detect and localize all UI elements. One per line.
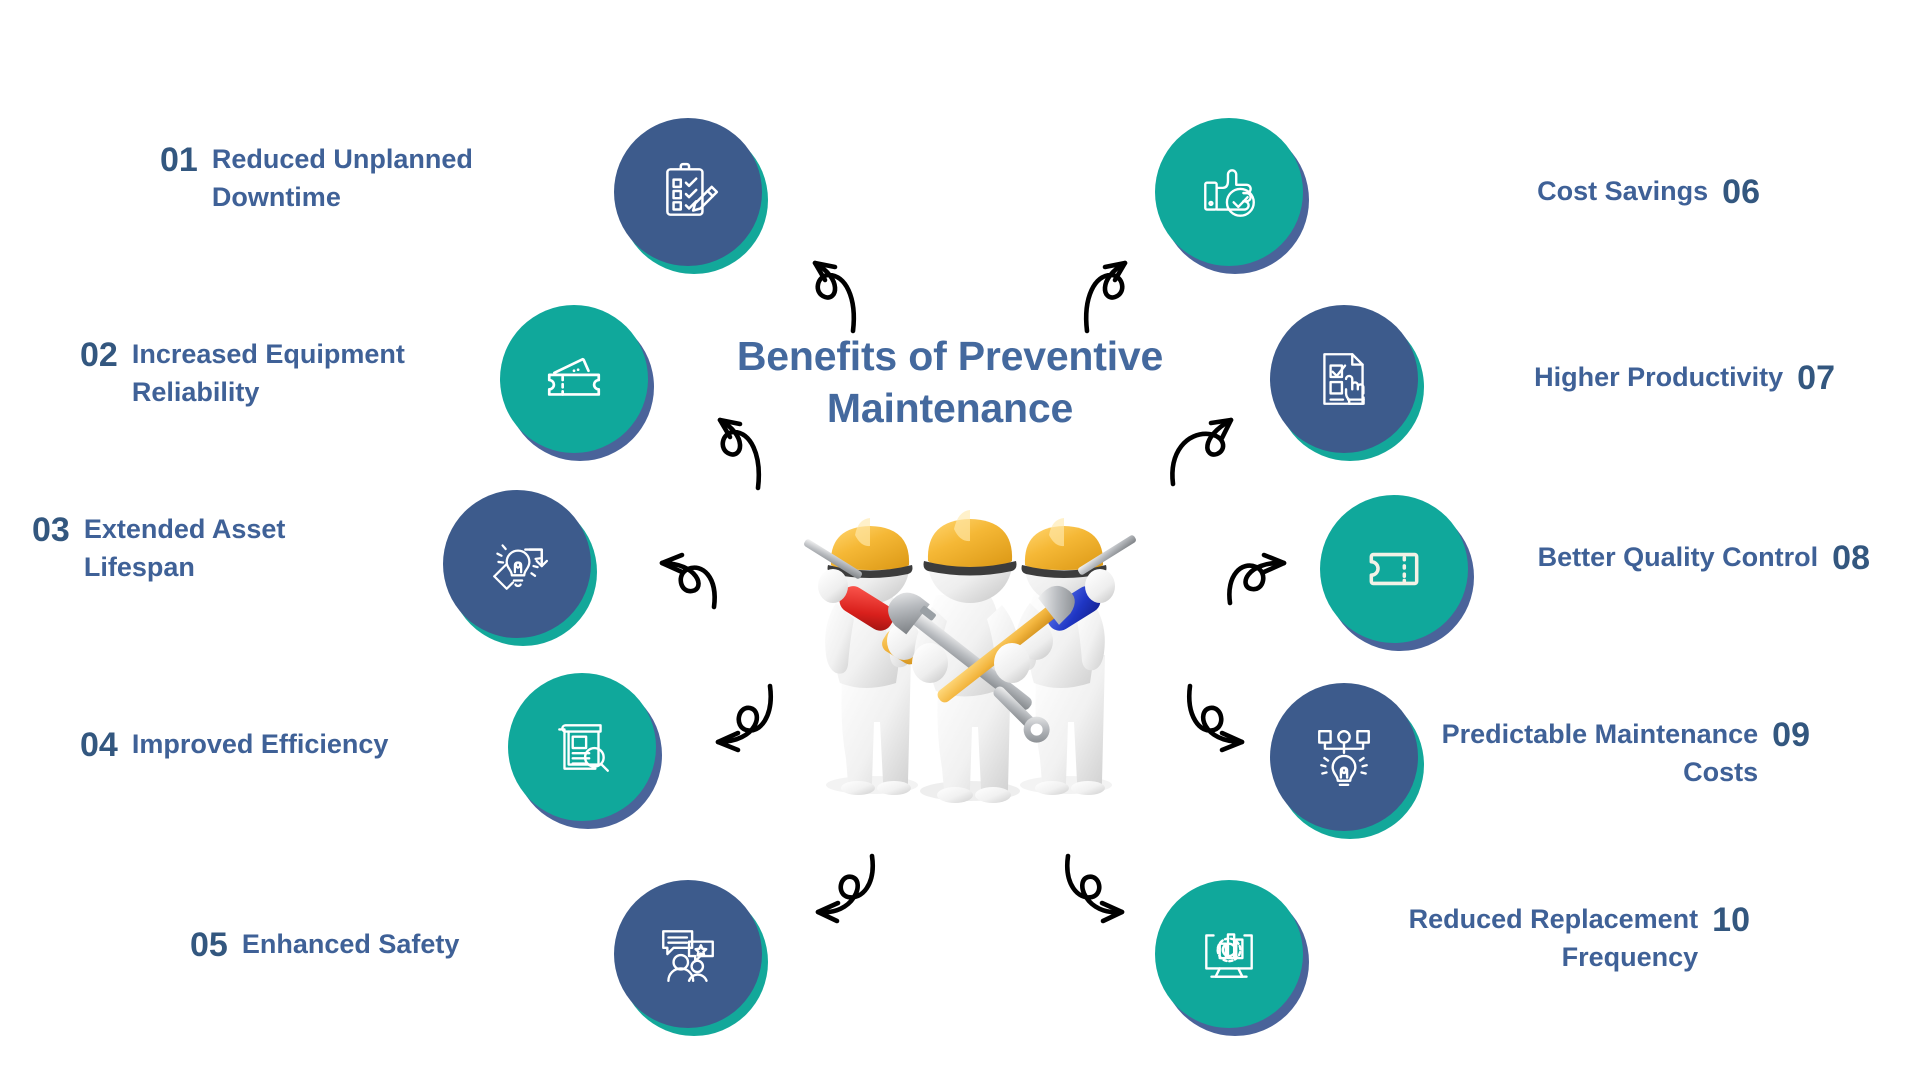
badge-03[interactable] xyxy=(443,490,597,646)
badge-03-disc xyxy=(443,490,591,638)
page-title-line-2: Maintenance xyxy=(826,385,1074,432)
lightbulb-flowchart-icon xyxy=(1311,724,1377,790)
arrow-to-badge-01 xyxy=(745,235,865,335)
item-text-03: 03 Extended Asset Lifespan xyxy=(32,510,362,587)
item-text-04: 04 Improved Efficiency xyxy=(80,725,460,765)
tickets-icon xyxy=(541,346,607,412)
worker-left xyxy=(804,518,922,795)
document-checkbox-hand-icon xyxy=(1311,346,1377,412)
item-label-06: Cost Savings xyxy=(1537,176,1709,206)
item-text-07: Higher Productivity 07 xyxy=(1420,358,1835,398)
item-text-02: 02 Increased Equipment Reliability xyxy=(80,335,505,412)
thumbs-up-check-icon xyxy=(1196,159,1262,225)
tool-wrench xyxy=(993,686,1050,743)
ticket-voucher-icon xyxy=(1361,536,1427,602)
badge-06-disc xyxy=(1155,118,1303,266)
item-text-05: 05 Enhanced Safety xyxy=(190,925,540,965)
lightbulb-arrow-icon xyxy=(484,531,550,597)
badge-01-disc xyxy=(614,118,762,266)
item-number-05: 05 xyxy=(190,926,228,964)
item-label-03: Extended Asset Lifespan xyxy=(83,514,286,583)
item-label-04: Improved Efficiency xyxy=(131,729,389,759)
item-number-08: 08 xyxy=(1832,539,1870,577)
item-label-02: Increased Equipment Reliability xyxy=(131,339,405,408)
item-number-10: 10 xyxy=(1712,901,1750,939)
badge-07[interactable] xyxy=(1270,305,1424,461)
badge-10[interactable] xyxy=(1155,880,1309,1036)
item-text-01: 01 Reduced Unplanned Downtime xyxy=(160,140,580,217)
item-text-10: Reduced Replacement Frequency 10 xyxy=(1330,900,1750,977)
item-label-05: Enhanced Safety xyxy=(241,929,460,959)
badge-05-disc xyxy=(614,880,762,1028)
item-text-06: Cost Savings 06 xyxy=(1420,172,1760,212)
page-title: Benefits of Preventive Maintenance xyxy=(700,330,1200,435)
item-number-01: 01 xyxy=(160,141,198,179)
people-chat-review-icon xyxy=(655,921,721,987)
item-number-09: 09 xyxy=(1772,716,1810,754)
page-title-line-1: Benefits of Preventive xyxy=(736,333,1164,379)
item-number-04: 04 xyxy=(80,726,118,764)
badge-10-disc xyxy=(1155,880,1303,1028)
arrow-to-badge-05 xyxy=(760,850,880,940)
badge-05[interactable] xyxy=(614,880,768,1036)
badge-08-disc xyxy=(1320,495,1468,643)
badge-08[interactable] xyxy=(1320,495,1474,651)
item-label-09: Predictable Maintenance Costs xyxy=(1441,719,1759,788)
badge-02-disc xyxy=(500,305,648,453)
worker-right xyxy=(1014,518,1136,795)
badge-01[interactable] xyxy=(614,118,768,274)
item-number-03: 03 xyxy=(32,511,70,549)
badge-07-disc xyxy=(1270,305,1418,453)
badge-04-disc xyxy=(508,673,656,821)
badge-02[interactable] xyxy=(500,305,654,461)
badge-09-disc xyxy=(1270,683,1418,831)
item-label-10: Reduced Replacement Frequency xyxy=(1408,904,1699,973)
monitor-chart-gear-icon xyxy=(1196,921,1262,987)
tool-adjustable-wrench xyxy=(888,592,1032,710)
arrow-to-badge-03 xyxy=(602,545,722,615)
item-text-08: Better Quality Control 08 xyxy=(1530,538,1870,578)
arrow-to-badge-04 xyxy=(660,680,780,770)
item-text-09: Predictable Maintenance Costs 09 xyxy=(1430,715,1810,792)
badge-04[interactable] xyxy=(508,673,662,829)
item-number-06: 06 xyxy=(1722,173,1760,211)
badge-06[interactable] xyxy=(1155,118,1309,274)
three-workers-illustration xyxy=(800,455,1140,805)
item-number-02: 02 xyxy=(80,336,118,374)
item-label-01: Reduced Unplanned Downtime xyxy=(211,144,473,213)
item-label-07: Higher Productivity xyxy=(1534,362,1784,392)
clipboard-checklist-pencil-icon xyxy=(655,159,721,225)
item-label-08: Better Quality Control xyxy=(1537,542,1819,572)
item-number-07: 07 xyxy=(1797,359,1835,397)
document-magnifier-icon xyxy=(549,714,615,780)
worker-center xyxy=(888,510,1075,803)
badge-09[interactable] xyxy=(1270,683,1424,839)
